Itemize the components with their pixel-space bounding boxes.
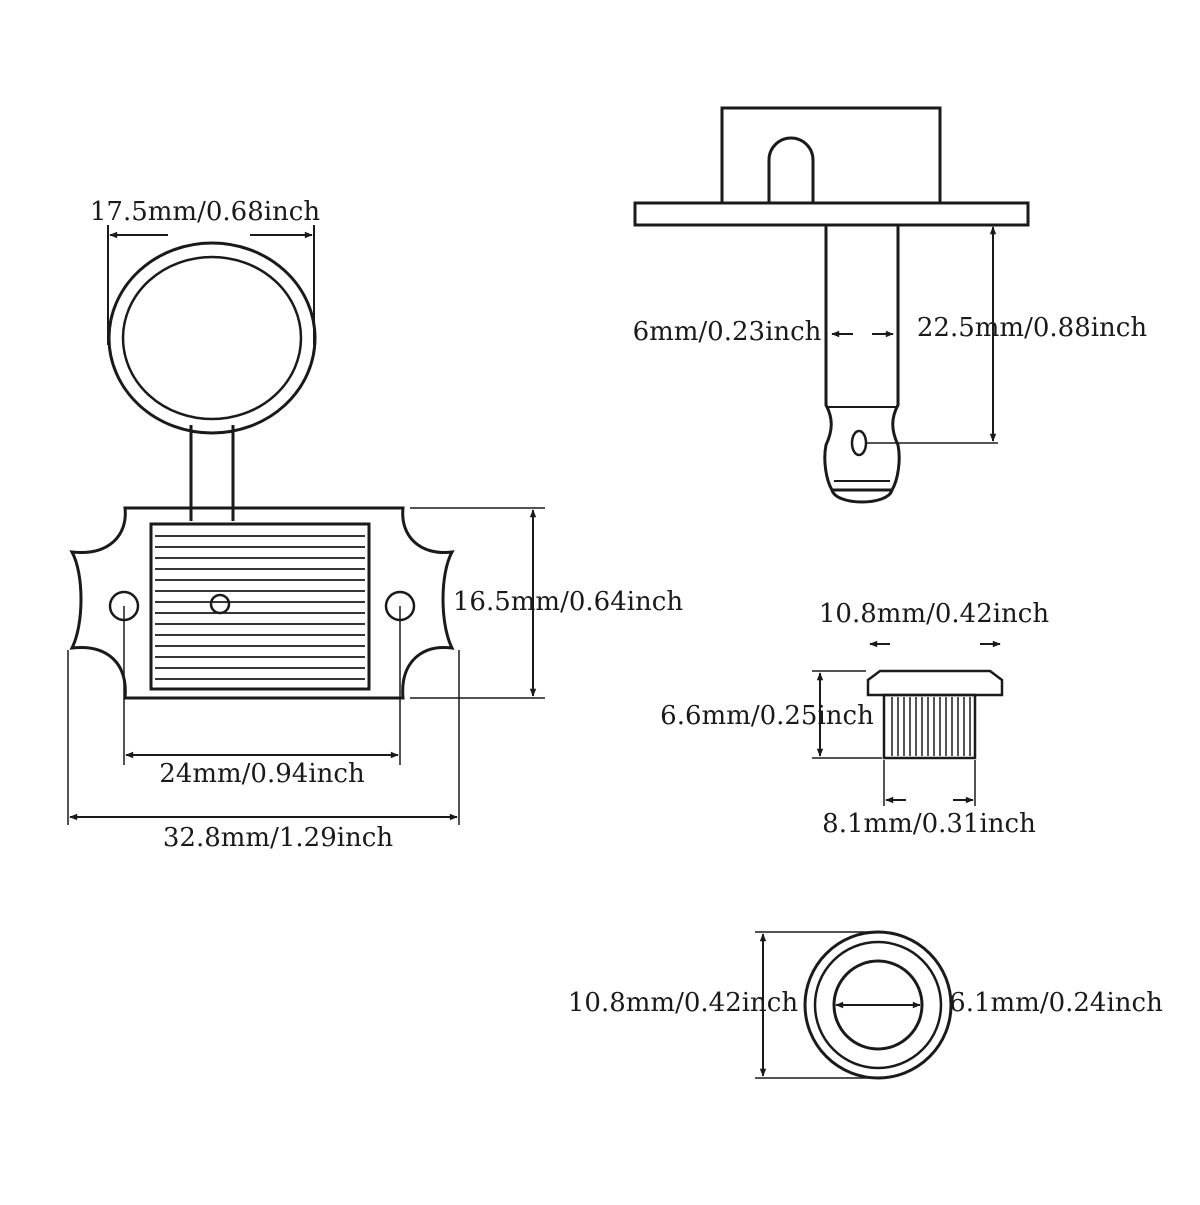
- tuner-knob: [107, 241, 317, 435]
- washer-outer-label: 10.8mm/0.42inch: [568, 988, 798, 1018]
- tuner-shaft: [189, 425, 235, 521]
- tuner-knob-inner: [121, 255, 303, 421]
- string-post: [823, 225, 901, 492]
- dim-plate-width: [67, 650, 460, 825]
- dim-washer-outer: [755, 931, 878, 1079]
- post-flange: [633, 201, 1030, 227]
- bushing-height-label: 6.6mm/0.25inch: [660, 701, 874, 731]
- washer-top-view: 10.8mm/0.42inch 6.1mm/0.24inch: [568, 930, 1163, 1080]
- bushing-knurling: [891, 697, 971, 756]
- center-screw: [209, 593, 231, 615]
- string-hole: [850, 429, 868, 457]
- post-length-label: 22.5mm/0.88inch: [917, 313, 1147, 343]
- plate-width-label: 32.8mm/1.29inch: [163, 823, 393, 853]
- dim-post-length: [866, 226, 998, 444]
- post-side-view: 6mm/0.23inch 22.5mm/0.88inch: [633, 106, 1147, 504]
- washer-inner-label: 6.1mm/0.24inch: [949, 988, 1163, 1018]
- post-housing-knob: [767, 136, 815, 203]
- dim-knob-width: [107, 225, 315, 345]
- post-housing: [720, 106, 942, 205]
- gear-housing: [149, 522, 371, 691]
- post-tip: [830, 489, 894, 504]
- dim-bushing-body: [883, 760, 976, 806]
- bushing-side-view: 10.8mm/0.42inch 6.6mm/0.25inch 8.1mm/0.3…: [660, 599, 1049, 839]
- knob-width-label: 17.5mm/0.68inch: [90, 197, 320, 227]
- bushing-body: [882, 693, 977, 760]
- bushing-flange-label: 10.8mm/0.42inch: [819, 599, 1049, 629]
- post-diameter-label: 6mm/0.23inch: [633, 317, 822, 347]
- washer-inner-ring: [813, 940, 943, 1070]
- dim-hole-spacing: [123, 606, 401, 765]
- gear-housing-ribs: [155, 535, 365, 680]
- dim-bushing-height: [812, 670, 882, 759]
- tuner-base-plate: [69, 506, 455, 700]
- bushing-flange: [866, 669, 1004, 697]
- plate-height-label: 16.5mm/0.64inch: [453, 587, 683, 617]
- bushing-body-label: 8.1mm/0.31inch: [822, 809, 1036, 839]
- dim-plate-height: [410, 507, 545, 699]
- tuner-front-view: 17.5mm/0.68inch 16.5mm/0.64inch 24mm/0.9…: [67, 197, 683, 853]
- washer-hole: [832, 959, 924, 1051]
- hole-spacing-label: 24mm/0.94inch: [159, 759, 365, 789]
